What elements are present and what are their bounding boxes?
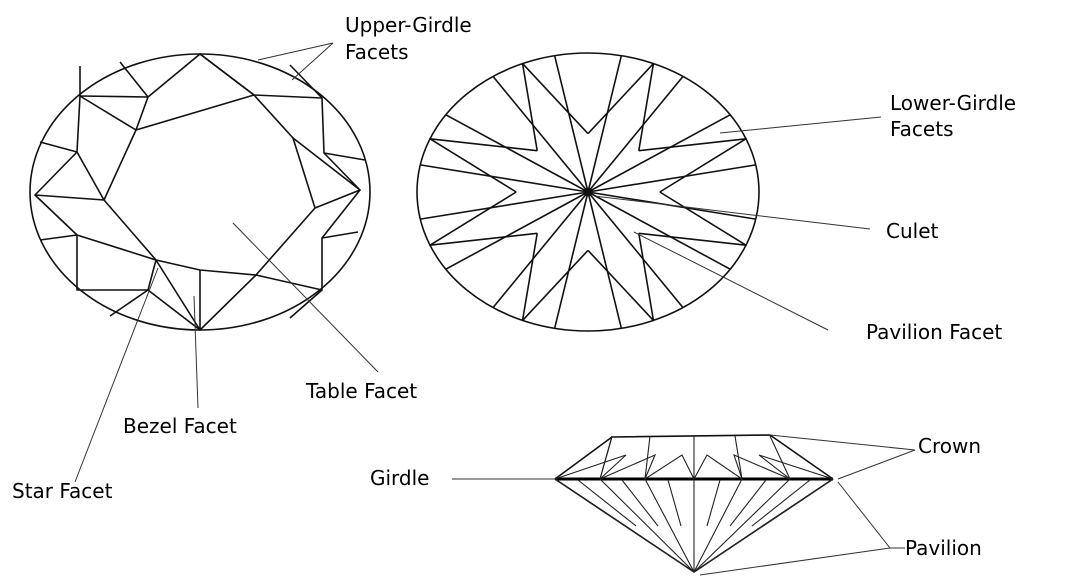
- label-table-facet: Table Facet: [306, 379, 417, 403]
- lower-girdle-facet: [639, 139, 746, 192]
- pavilion-facet-lines: [555, 479, 833, 572]
- pavilion-facet-line: [694, 479, 833, 572]
- leader-upper-girdle-2: [292, 43, 333, 80]
- label-bezel-facet: Bezel Facet: [123, 414, 237, 438]
- label-crown: Crown: [918, 434, 981, 458]
- bezel-facet-lines-left: [35, 96, 200, 330]
- pavilion-main-facet: [555, 192, 622, 328]
- upper-girdle-lines-9: [110, 290, 148, 316]
- upper-girdle-lines-7: [290, 290, 322, 318]
- leader-pavilion: [838, 482, 905, 548]
- crown-star-line: [600, 437, 612, 479]
- upper-girdle-lines-6: [322, 232, 358, 238]
- table-facet-outline: [104, 95, 315, 275]
- label-lower-girdle-line1: Lower-Girdle: [890, 91, 1016, 115]
- upper-girdle-lines-10: [40, 142, 77, 152]
- pavilion-facet-line: [600, 479, 694, 572]
- pavilion-facet-line: [645, 479, 694, 572]
- lower-girdle-facet: [430, 139, 537, 192]
- pavilion-main-facet: [555, 56, 622, 192]
- upper-girdle-lines: [80, 96, 148, 97]
- lower-girdle-facet: [523, 233, 588, 320]
- leader-star-facet: [75, 268, 158, 482]
- label-culet: Culet: [886, 219, 938, 243]
- star-facet-lines: [136, 54, 360, 190]
- leader-pavilion-2: [700, 548, 890, 575]
- label-pavilion: Pavilion: [905, 536, 982, 560]
- label-lower-girdle-line2: Facets: [890, 117, 954, 141]
- pavilion-lower-girdle-line: [707, 480, 720, 526]
- lower-girdle-facet: [639, 192, 746, 245]
- label-upper-girdle-line2: Facets: [345, 40, 409, 64]
- pavilion-facet-line: [694, 479, 742, 572]
- profile-view: [555, 435, 833, 572]
- leader-pavilion-facet: [634, 232, 828, 330]
- crown-facet-lines: [555, 436, 833, 479]
- pavilion-facet-rays: [420, 56, 755, 329]
- label-girdle: Girdle: [370, 466, 429, 490]
- pavilion-facet-line: [555, 479, 694, 572]
- lower-girdle-facet: [588, 233, 653, 320]
- lower-girdle-facet: [523, 64, 588, 151]
- upper-girdle-lines-2: [290, 65, 322, 98]
- leader-upper-girdle-1: [258, 43, 333, 60]
- label-star-facet: Star Facet: [12, 479, 112, 503]
- pavilion-bottom-view: [417, 53, 759, 331]
- pavilion-lower-girdle-line: [668, 480, 681, 526]
- upper-girdle-lines-13: [200, 54, 254, 95]
- label-pavilion-facet: Pavilion Facet: [866, 320, 1002, 344]
- pavilion-facet-line: [694, 479, 790, 572]
- pavilion-main-facet: [420, 165, 588, 219]
- lower-girdle-facet: [588, 64, 653, 151]
- bezel-facet-lines-right: [200, 190, 360, 330]
- leader-crown: [770, 435, 915, 479]
- upper-girdle-lines-4: [35, 152, 77, 195]
- leader-bezel-facet: [194, 296, 198, 408]
- upper-girdle-lines-12: [77, 235, 148, 290]
- upper-girdle-lines-3: [120, 62, 148, 97]
- leader-culet: [594, 196, 870, 229]
- leader-lower-girdle: [720, 117, 881, 133]
- upper-girdle-lines-8: [40, 235, 77, 240]
- lower-girdle-facet: [430, 192, 537, 245]
- crown-top-view: [30, 54, 370, 330]
- pavilion-main-facet: [588, 165, 756, 219]
- label-upper-girdle-line1: Upper-Girdle: [345, 13, 472, 37]
